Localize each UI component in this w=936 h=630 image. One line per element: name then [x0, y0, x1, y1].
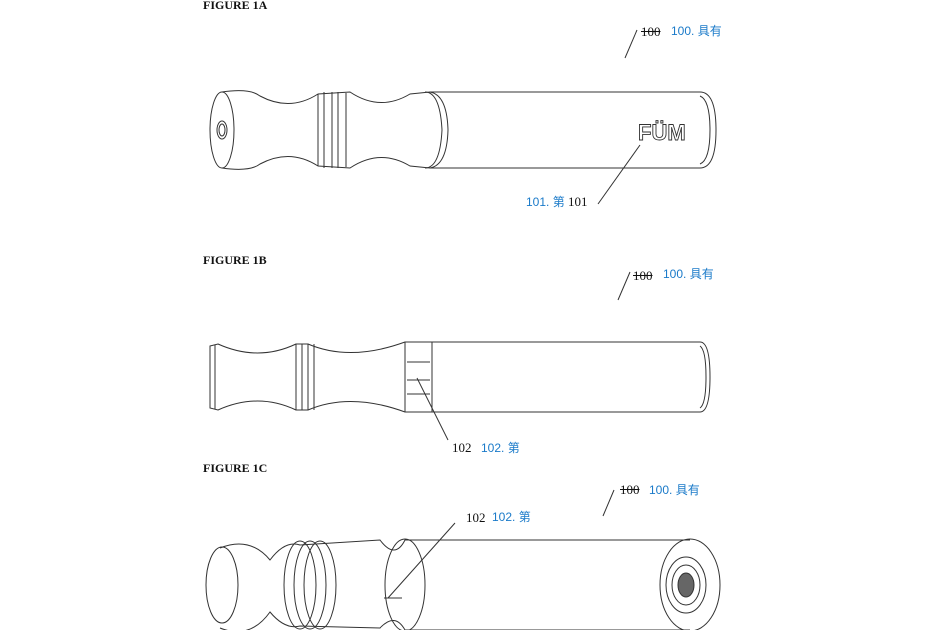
ref-100-1c: 100	[620, 482, 640, 497]
annotation-100-1b: 100. 具有	[663, 267, 714, 281]
annotation-100-1c: 100. 具有	[649, 483, 700, 497]
figure-1a-device: FÜM	[209, 29, 717, 205]
figure-1c-title: FIGURE 1C	[203, 461, 268, 475]
fum-logo: FÜM	[638, 120, 686, 145]
annotation-101-1a: 101. 第	[526, 195, 565, 209]
ref-100-1a: 100	[641, 24, 661, 39]
annotation-100-1a: 100. 具有	[671, 24, 722, 38]
ref-102-1b: 102	[452, 440, 472, 455]
figure-1b-title: FIGURE 1B	[203, 253, 267, 267]
figure-1c-device	[205, 489, 721, 630]
ref-101-1a: 101	[568, 194, 588, 209]
figure-1a-title: FIGURE 1A	[203, 0, 268, 12]
ref-102-1c: 102	[466, 510, 486, 525]
annotation-102-1c: 102. 第	[492, 510, 531, 524]
ref-100-1b: 100	[633, 268, 653, 283]
annotation-102-1b: 102. 第	[481, 441, 520, 455]
figure-1b-device	[209, 271, 711, 441]
